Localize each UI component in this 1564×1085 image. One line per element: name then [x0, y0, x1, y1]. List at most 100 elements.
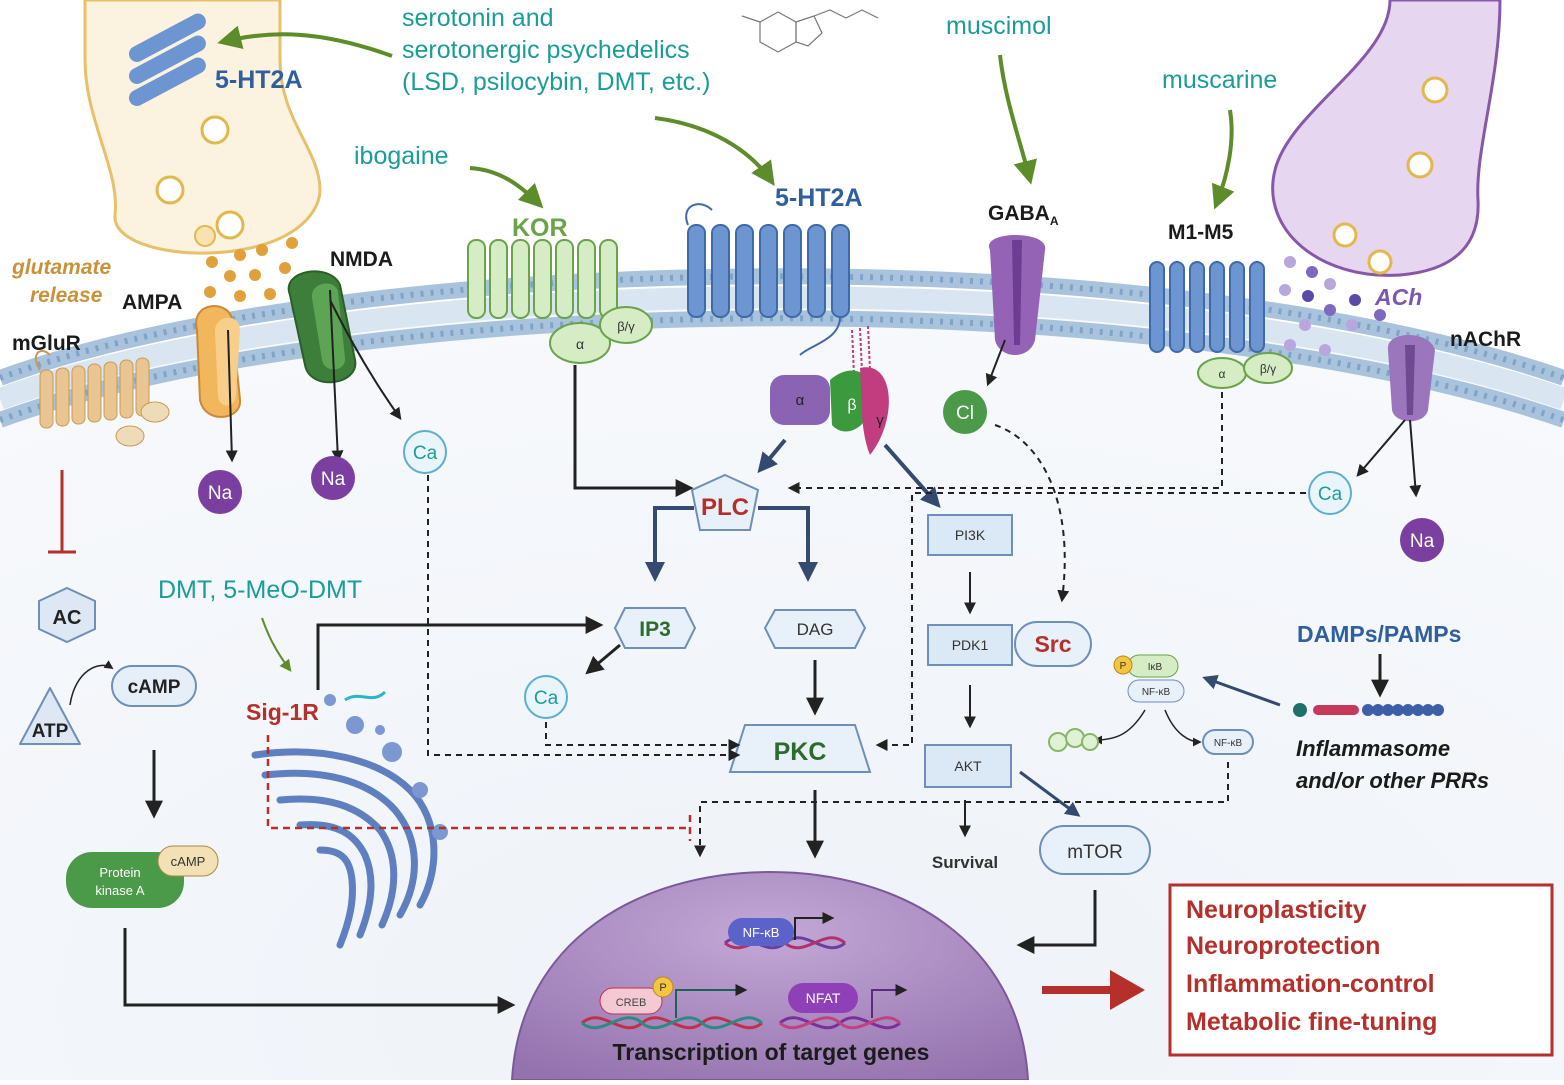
- ip3-node: [613, 607, 697, 649]
- p-badge-label: P: [1120, 661, 1127, 672]
- gaba-a-receptor: [989, 235, 1046, 355]
- outcome-1: Neuroplasticity: [1186, 896, 1367, 924]
- ac-node: [38, 586, 96, 644]
- pkc-label: PKC: [774, 738, 827, 766]
- gq-protein: α β γ: [770, 325, 889, 455]
- na-ion-nachr-label: Na: [1410, 531, 1435, 552]
- serotonin-structure: [741, 9, 879, 53]
- na-ion-ampa-label: Na: [208, 483, 233, 504]
- inflammasome-icon: [1293, 703, 1444, 717]
- akt-label: AKT: [954, 758, 982, 774]
- pdk1-label: PDK1: [952, 637, 989, 653]
- creb-tf-node: [599, 987, 663, 1015]
- mtor-node: [1039, 825, 1151, 875]
- survival-label: Survival: [932, 853, 998, 872]
- ach-label: ACh: [1374, 284, 1422, 310]
- ac-label: AC: [53, 607, 82, 629]
- m-g-betagamma-label: β/γ: [1260, 362, 1276, 376]
- ikb-nfkb-complex: [1113, 654, 1185, 703]
- dag-node: [763, 609, 867, 649]
- nmda-label: NMDA: [330, 248, 393, 271]
- m-g-betagamma: [1243, 352, 1293, 384]
- ca-ion-nachr: [1308, 471, 1352, 515]
- mglur-receptor: [34, 350, 170, 447]
- pka-node: [66, 852, 184, 908]
- plc-node: [690, 473, 760, 531]
- kor-label: KOR: [512, 214, 568, 242]
- kor-g-alpha-label: α: [576, 336, 584, 352]
- gq-alpha-label: α: [796, 392, 805, 409]
- ca-ion-nmda: [403, 430, 447, 474]
- src-label: Src: [1034, 631, 1071, 657]
- nfkb-tf-label: NF-κB: [743, 925, 780, 940]
- mglur-label: mGluR: [12, 332, 81, 355]
- glutamate-release-label-2: release: [30, 284, 103, 307]
- cl-ion: [943, 390, 987, 434]
- presynaptic-terminal-glutamate: [83, 0, 322, 255]
- kor-g-alpha: [549, 322, 611, 364]
- dmt-label: DMT, 5-MeO-DMT: [158, 576, 362, 604]
- muscimol-label: muscimol: [946, 12, 1052, 40]
- presynaptic-5ht2a-receptor: [128, 13, 206, 106]
- dag-label: DAG: [797, 620, 834, 639]
- pdk1-node: [927, 624, 1013, 666]
- ca-ion-nachr-label: Ca: [1318, 484, 1343, 505]
- na-ion-nmda-label: Na: [321, 469, 346, 490]
- cl-ion-label: Cl: [956, 403, 974, 424]
- m1-m5-receptor: [1149, 261, 1265, 353]
- na-ion-nmda: [311, 456, 355, 500]
- pka-label-1: Protein: [99, 865, 140, 880]
- presynaptic-terminal-cholinergic: [1271, 0, 1502, 277]
- endoplasmic-reticulum: [251, 748, 438, 949]
- nachr-label: nAChR: [1450, 328, 1521, 351]
- sig1r-label: Sig-1R: [246, 699, 319, 725]
- sig1r-inhibition-line: [266, 735, 692, 841]
- serotonin-label-1: serotonin and: [402, 4, 554, 32]
- ach-particles: [1279, 256, 1386, 356]
- nfkb-free-node: [1202, 729, 1254, 755]
- nucleus: [510, 870, 1030, 1081]
- presynaptic-5ht2a-label: 5-HT2A: [215, 66, 303, 94]
- nfkb-free-label: NF-κB: [1214, 738, 1243, 749]
- ip3-label: IP3: [639, 618, 671, 641]
- gq-gamma-label: γ: [876, 412, 884, 429]
- ikb-label: IκB: [1148, 662, 1163, 673]
- nfat-tf-node: [788, 983, 858, 1013]
- transcription-title: Transcription of target genes: [613, 1039, 930, 1065]
- ibogaine-label: ibogaine: [354, 142, 449, 170]
- serotonin-label-3: (LSD, psilocybin, DMT, etc.): [402, 68, 710, 96]
- pka-camp-label: cAMP: [171, 854, 206, 869]
- ampa-receptor: [195, 305, 242, 418]
- creb-tf-label: CREB: [616, 997, 647, 1009]
- gq-beta-label: β: [847, 397, 856, 414]
- nachr-receptor: [1387, 335, 1435, 422]
- ca-ion-ip3: [524, 675, 568, 719]
- outcomes-box: [1168, 883, 1554, 1057]
- akt-node: [924, 744, 1012, 788]
- mglur-inhibition-line: [48, 470, 76, 554]
- m-g-alpha-label: α: [1219, 367, 1226, 381]
- 5ht2a-label: 5-HT2A: [775, 184, 863, 212]
- degraded-ikb: [1048, 728, 1099, 752]
- src-node: [1014, 621, 1092, 667]
- pka-label-2: kinase A: [95, 883, 144, 898]
- damps-label: DAMPs/PAMPs: [1297, 621, 1461, 647]
- nfkb-tf-node: [728, 918, 794, 946]
- 5ht2a-receptor: [687, 224, 850, 318]
- outcome-4: Metabolic fine-tuning: [1186, 1008, 1437, 1036]
- gaba-a-label: GABAA: [988, 202, 1059, 228]
- plc-label: PLC: [701, 494, 749, 521]
- pka-camp-badge: [157, 845, 219, 877]
- outcome-2: Neuroprotection: [1186, 932, 1380, 960]
- er-vesicles: [324, 694, 448, 840]
- outcome-3: Inflammation-control: [1186, 970, 1435, 998]
- na-ion-nachr: [1400, 518, 1444, 562]
- kor-g-betagamma-label: β/γ: [617, 319, 635, 334]
- nfat-tf-label: NFAT: [806, 990, 841, 1006]
- kor-g-betagamma: [599, 306, 653, 344]
- ca-ion-ip3-label: Ca: [534, 688, 559, 709]
- pi3k-node: [927, 514, 1013, 556]
- serotonin-label-2: serotonergic psychedelics: [402, 36, 690, 64]
- kor-receptor: [467, 239, 618, 319]
